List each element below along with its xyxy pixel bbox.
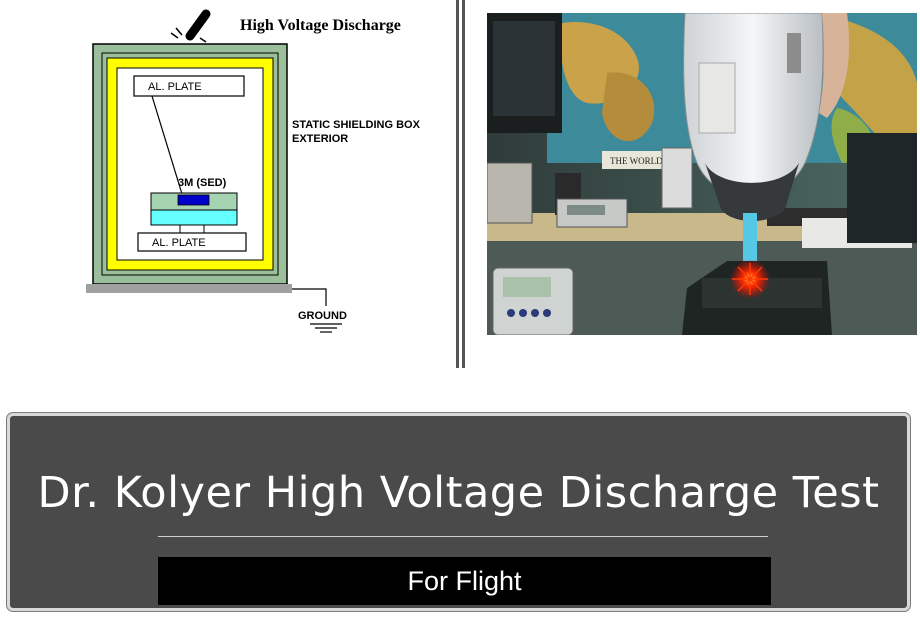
poster-text: THE WORLD xyxy=(610,156,663,166)
test-setup-photo: THE WORLD xyxy=(487,13,917,335)
sample-label: 3M (SED) xyxy=(178,177,227,189)
sample-lower-layer xyxy=(150,209,238,226)
test-setup-diagram: High Voltage Discharge AL. PLATE 3M (SED… xyxy=(86,9,421,333)
operator-hand xyxy=(819,13,850,118)
title-banner: Dr. Kolyer High Voltage Discharge Test F… xyxy=(7,413,910,611)
panel-divider-right xyxy=(462,0,465,368)
box-label-line2: EXTERIOR xyxy=(292,133,348,145)
ground-label: GROUND xyxy=(298,310,347,322)
sample-electrode xyxy=(177,194,210,206)
discharge-gun-icon xyxy=(683,13,850,261)
connecting-wire xyxy=(151,95,183,195)
ground-wire xyxy=(292,288,327,306)
spark-rays xyxy=(732,263,768,295)
banner-subtitle: For Flight xyxy=(158,557,771,605)
world-poster xyxy=(602,151,674,169)
bench-instrument xyxy=(487,162,533,224)
top-plate-label: AL. PLATE xyxy=(148,81,202,93)
bench-bottle xyxy=(661,147,693,209)
box-label-line1: STATIC SHIELDING BOX xyxy=(292,119,421,131)
sample-spacer xyxy=(179,224,205,234)
banner-divider xyxy=(158,536,768,537)
bottom-plate-label: AL. PLATE xyxy=(152,237,206,249)
panel-divider-left xyxy=(456,0,459,368)
ground-symbol-icon xyxy=(310,323,342,333)
banner-title: Dr. Kolyer High Voltage Discharge Test xyxy=(37,468,880,518)
bottom-al-plate xyxy=(137,232,247,252)
discharge-tip xyxy=(743,213,757,261)
diagram-heading: High Voltage Discharge xyxy=(240,17,401,34)
chair xyxy=(847,133,917,243)
discharge-probe-icon xyxy=(170,9,211,43)
top-al-plate xyxy=(133,75,245,97)
ground-plane xyxy=(86,284,292,293)
